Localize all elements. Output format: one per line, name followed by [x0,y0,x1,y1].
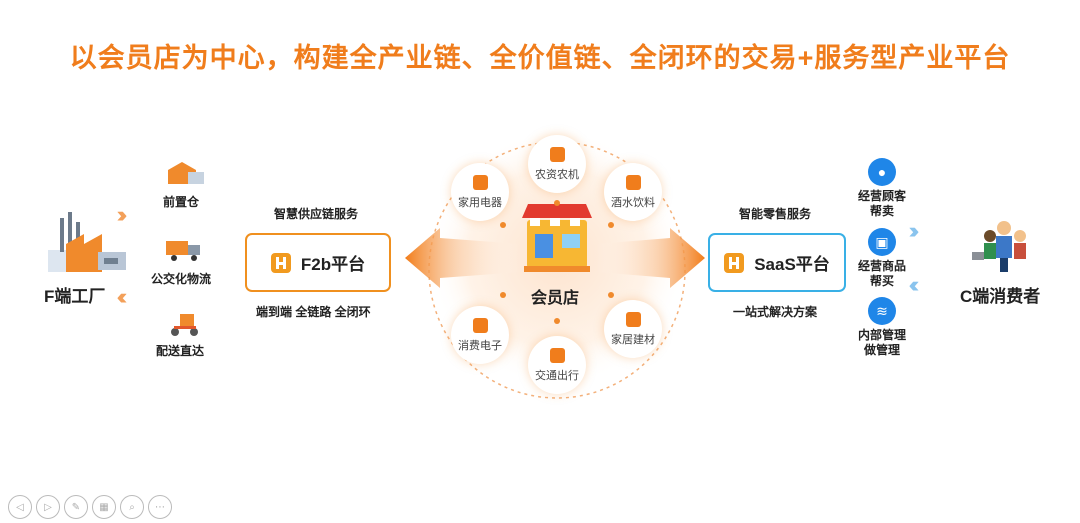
saas-bottom-label: 一站式解决方案 [733,305,818,319]
store-icon [522,204,592,272]
next-icon[interactable]: ▷ [36,495,60,519]
category-appliances: 家用电器 [451,163,509,221]
prev-icon[interactable]: ◁ [8,495,32,519]
agri-icon [549,146,565,162]
node-logistics: 公交化物流 [151,272,212,286]
user-icon: ● [868,158,896,186]
service-products: 经营商品 帮买 [858,259,906,289]
gift-icon [625,174,641,190]
arrow-right-shape [596,228,705,288]
scooter-icon [166,310,202,338]
pen-icon[interactable]: ✎ [64,495,88,519]
factory-icon [48,212,126,272]
more-icon[interactable]: ⋯ [148,495,172,519]
service-line1: 经营商品 [858,259,907,273]
category-home: 家居建材 [604,300,662,358]
category-label: 消费电子 [458,339,502,352]
shopping-bag-icon: ▣ [868,228,896,256]
service-line2: 帮买 [870,274,895,288]
dot [500,222,506,228]
category-label: 酒水饮料 [611,196,655,209]
arrow-left-shape [405,228,520,288]
dot [554,318,560,324]
category-transport: 交通出行 [528,336,586,394]
camera-icon [472,317,488,333]
consumer-label: C端消费者 [960,287,1041,306]
consumers-icon [972,221,1026,272]
category-label: 农资农机 [535,168,579,181]
platform-logo-icon [724,252,745,273]
truck-icon [164,237,204,263]
f2b-platform-box: F2b平台 [245,233,391,292]
cabinet-icon [625,311,641,327]
node-delivery: 配送直达 [156,344,205,358]
page-title: 以会员店为中心，构建全产业链、全价值链、全闭环的交易+服务型产业平台 [69,43,1011,73]
category-drinks: 酒水饮料 [604,163,662,221]
service-line2: 帮卖 [870,204,895,218]
slides-icon[interactable]: ▦ [92,495,116,519]
truck-icon [549,347,565,363]
saas-platform-box: SaaS平台 [708,233,846,292]
service-line1: 经营顾客 [858,189,907,203]
dot [500,292,506,298]
category-label: 家居建材 [611,333,655,346]
factory-label: F端工厂 [44,287,106,306]
node-warehouse: 前置仓 [163,195,200,209]
center-store-label: 会员店 [531,290,580,307]
category-label: 家用电器 [458,196,502,209]
service-line2: 做管理 [864,343,901,357]
platform-logo-icon [270,252,291,273]
dot [608,292,614,298]
category-label: 交通出行 [535,369,579,382]
service-line1: 内部管理 [858,328,907,342]
f2b-bottom-label: 端到端 全链路 全闭环 [256,305,371,319]
service-customers: 经营顾客 帮卖 [858,189,906,219]
dot [554,200,560,206]
zoom-icon[interactable]: ⌕ [120,495,144,519]
dot [608,222,614,228]
category-agri: 农资农机 [528,135,586,193]
layers-icon: ≋ [868,297,896,325]
warehouse-icon [166,160,206,186]
service-management: 内部管理 做管理 [858,328,906,358]
f2b-box-label: F2b平台 [300,255,366,274]
f2b-top-label: 智慧供应链服务 [274,207,359,221]
saas-box-label: SaaS平台 [754,255,830,274]
saas-top-label: 智能零售服务 [739,207,812,221]
category-electronics: 消费电子 [451,306,509,364]
washer-icon [472,174,488,190]
